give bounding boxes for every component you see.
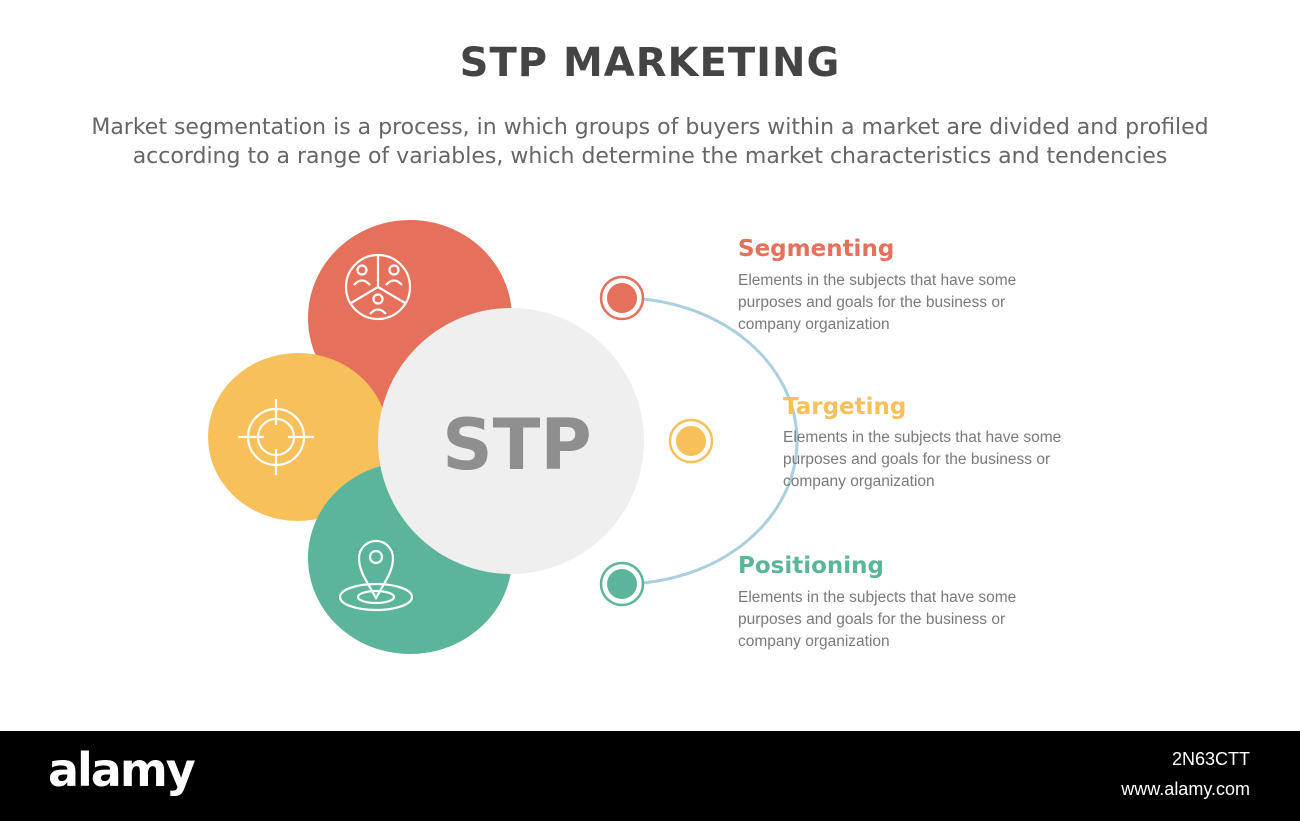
connector-arc [621, 296, 799, 586]
stage-title-segmenting: Segmenting [738, 236, 895, 262]
target-crosshair-icon [238, 399, 314, 475]
marker-segmenting [599, 275, 645, 321]
image-id: 2N63CTT [1171, 749, 1250, 769]
page-subtitle: Market segmentation is a process, in whi… [91, 115, 1209, 169]
stp-diagram: STP [208, 220, 799, 654]
segmentation-people-icon [344, 253, 412, 321]
center-circle [378, 308, 644, 574]
stage-desc-segmenting: Elements in the subjects that have some … [738, 272, 1017, 333]
center-label: STP [442, 404, 591, 486]
stage-desc-targeting: Elements in the subjects that have some … [783, 429, 1062, 490]
page-title: STP MARKETING [459, 40, 841, 86]
stage-desc-positioning: Elements in the subjects that have some … [738, 589, 1017, 650]
site-url: www.alamy.com [1121, 779, 1250, 799]
alamy-logo: alamy [48, 743, 196, 797]
marker-positioning [599, 561, 645, 607]
stage-title-targeting: Targeting [783, 394, 907, 420]
stage-title-positioning: Positioning [738, 553, 885, 579]
marker-targeting [668, 418, 714, 464]
watermark-footer: alamy 2N63CTT www.alamy.com [0, 731, 1300, 821]
location-pin-icon [338, 539, 414, 612]
